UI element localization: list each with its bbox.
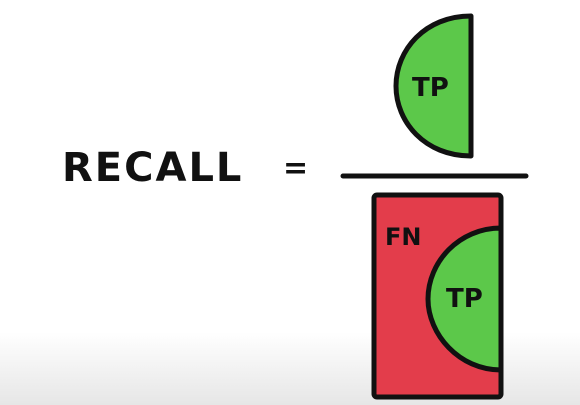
recall-label: RECALL	[62, 145, 243, 191]
denominator-tp-half-circle	[425, 225, 504, 373]
numerator-tp-label: TP	[412, 73, 449, 103]
numerator-tp-half-circle	[393, 13, 474, 159]
denominator-fn-label: FN	[385, 223, 421, 251]
denominator-tp-label: TP	[446, 284, 483, 314]
equals-sign: =	[283, 151, 308, 186]
